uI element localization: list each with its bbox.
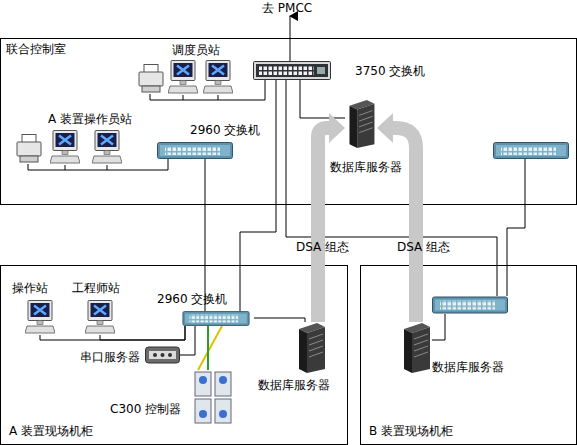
node-label: 3750 交换机	[355, 64, 425, 78]
node-label: 工程师站	[72, 281, 120, 295]
server-icon	[404, 323, 430, 373]
node-label: A 装置操作员站	[48, 112, 132, 126]
network-wire	[507, 159, 525, 296]
room-frame: 联合控制室调度员站3750 交换机A 装置操作员站2960 交换机数据库服务器	[0, 38, 577, 205]
network-connector	[254, 318, 305, 322]
switch-icon	[254, 62, 331, 80]
node-label: 2960 交换机	[190, 123, 260, 137]
node-label: A 装置现场机柜	[9, 424, 93, 438]
access-switch: 2960 交换机	[178, 311, 254, 326]
printer-icon	[17, 135, 41, 163]
station-wire	[28, 164, 132, 170]
serial-server: 串口服务器	[145, 345, 180, 365]
station-group: A 装置操作员站	[14, 130, 132, 175]
cabinet-frame: A 装置现场机柜操作站工程师站2960 交换机串口服务器C300 控制器数据库服…	[0, 265, 348, 445]
network-wire	[432, 314, 445, 340]
network-connector	[132, 159, 168, 170]
edge-label: DSA 组态	[296, 240, 349, 254]
network-connector	[300, 80, 345, 118]
switch-icon	[433, 297, 508, 313]
database-server: 数据库服务器	[295, 322, 327, 374]
config-flow-band	[318, 128, 329, 322]
node-label: C300 控制器	[110, 402, 181, 416]
server-icon	[349, 100, 374, 148]
access-switch: 2960 交换机	[157, 142, 233, 159]
network-connector	[240, 80, 276, 311]
network-connector	[100, 326, 185, 340]
controller: C300 控制器	[193, 370, 233, 425]
switch-icon	[494, 143, 569, 159]
controller-icon	[195, 372, 231, 423]
serial-server-icon	[146, 347, 180, 363]
config-flow-band	[393, 128, 416, 322]
node-label: 操作站	[12, 281, 48, 295]
node-label: 调度员站	[172, 43, 220, 57]
node-label: 串口服务器	[80, 350, 140, 364]
network-connector	[205, 159, 206, 311]
node-label: 联合控制室	[6, 42, 66, 56]
node-label: 数据库服务器	[330, 160, 402, 174]
node-label: B 装置现场机柜	[369, 424, 453, 438]
edge-label: DSA 组态	[397, 240, 450, 254]
switch-icon	[183, 311, 249, 325]
pc-icon	[25, 301, 55, 334]
network-connector	[238, 80, 265, 100]
free-label: 去 PMCC	[262, 1, 312, 15]
network-connector	[180, 326, 195, 355]
core-switch: 3750 交换机	[253, 61, 331, 80]
pc-icon	[50, 131, 80, 164]
printer-icon	[139, 65, 163, 93]
node-label: 2960 交换机	[157, 292, 227, 306]
network-wire	[286, 80, 497, 296]
server-icon	[299, 323, 325, 373]
pc-icon	[168, 61, 198, 94]
pc-icon	[92, 131, 122, 164]
pc-icon	[85, 301, 115, 334]
network-connector	[40, 326, 185, 340]
database-server: 数据库服务器	[345, 100, 377, 148]
workstation: 工程师站	[85, 300, 115, 335]
station-group: 调度员站	[138, 60, 238, 105]
cabinet-frame: B 装置现场机柜 数据库服务器	[360, 265, 577, 445]
pc-icon	[203, 61, 233, 94]
workstation: 操作站	[25, 300, 55, 335]
node-label: 数据库服务器	[432, 360, 504, 374]
station-wire	[150, 94, 238, 100]
database-server: 数据库服务器	[400, 322, 432, 374]
controller-wire	[198, 326, 222, 370]
network-connector	[207, 326, 209, 370]
switch-icon	[158, 143, 233, 159]
node-label: 数据库服务器	[258, 378, 330, 392]
